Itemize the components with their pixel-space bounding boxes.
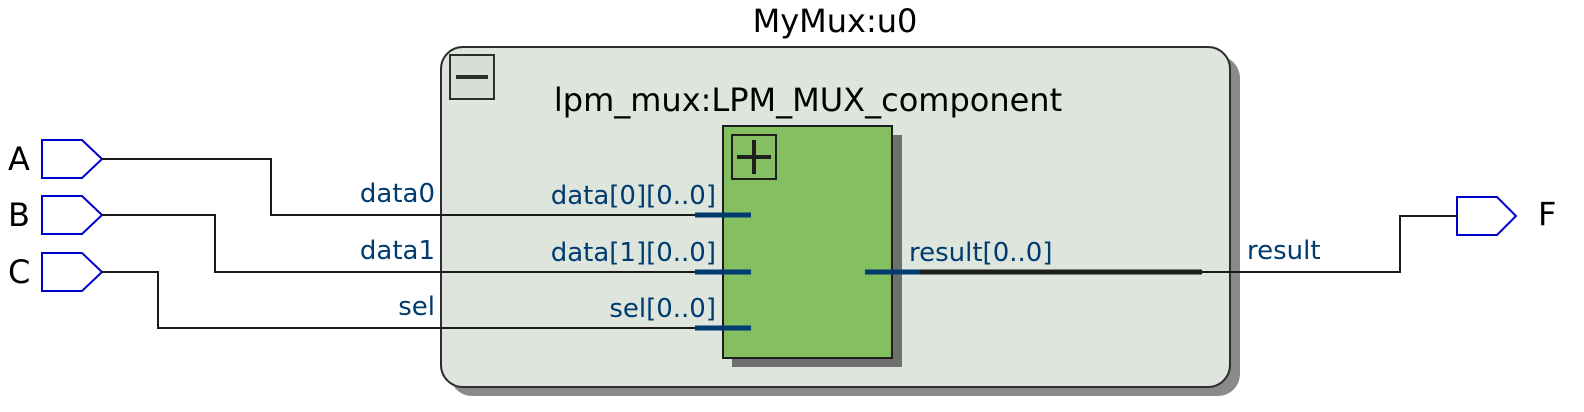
input-pin-a[interactable]: A	[8, 139, 104, 179]
port-label-result: result[0..0]	[909, 238, 1052, 268]
input-pin-b-label: B	[8, 196, 30, 234]
net-label-data0: data0	[360, 179, 435, 209]
expand-button[interactable]	[731, 134, 777, 180]
inner-block-title: lpm_mux:LPM_MUX_component	[554, 81, 1062, 119]
port-label-data0: data[0][0..0]	[551, 181, 716, 211]
plus-icon	[737, 140, 771, 174]
net-label-result: result	[1247, 236, 1321, 266]
output-pin-f-label: F	[1538, 195, 1556, 233]
output-pin-f[interactable]: F	[1456, 195, 1556, 236]
wire-b-data1[interactable]	[102, 214, 751, 275]
wire-result-f[interactable]	[865, 215, 1457, 275]
input-pin-b[interactable]: B	[8, 195, 104, 235]
collapse-button[interactable]	[449, 54, 495, 100]
input-pin-a-symbol	[41, 139, 104, 179]
input-pin-c-label: C	[8, 253, 30, 291]
net-label-sel: sel	[398, 292, 435, 322]
wire-c-sel[interactable]	[102, 271, 751, 331]
input-pin-a-label: A	[8, 140, 30, 178]
input-pin-c-symbol	[41, 252, 104, 292]
port-label-data1: data[1][0..0]	[551, 238, 716, 268]
port-label-sel: sel[0..0]	[609, 294, 716, 324]
outer-block-title: MyMux:u0	[753, 2, 918, 40]
net-label-data1: data1	[360, 236, 435, 266]
input-pin-b-symbol	[41, 195, 104, 235]
output-pin-f-symbol	[1456, 196, 1518, 236]
wire-a-data0[interactable]	[102, 158, 751, 218]
input-pin-c[interactable]: C	[8, 252, 104, 292]
